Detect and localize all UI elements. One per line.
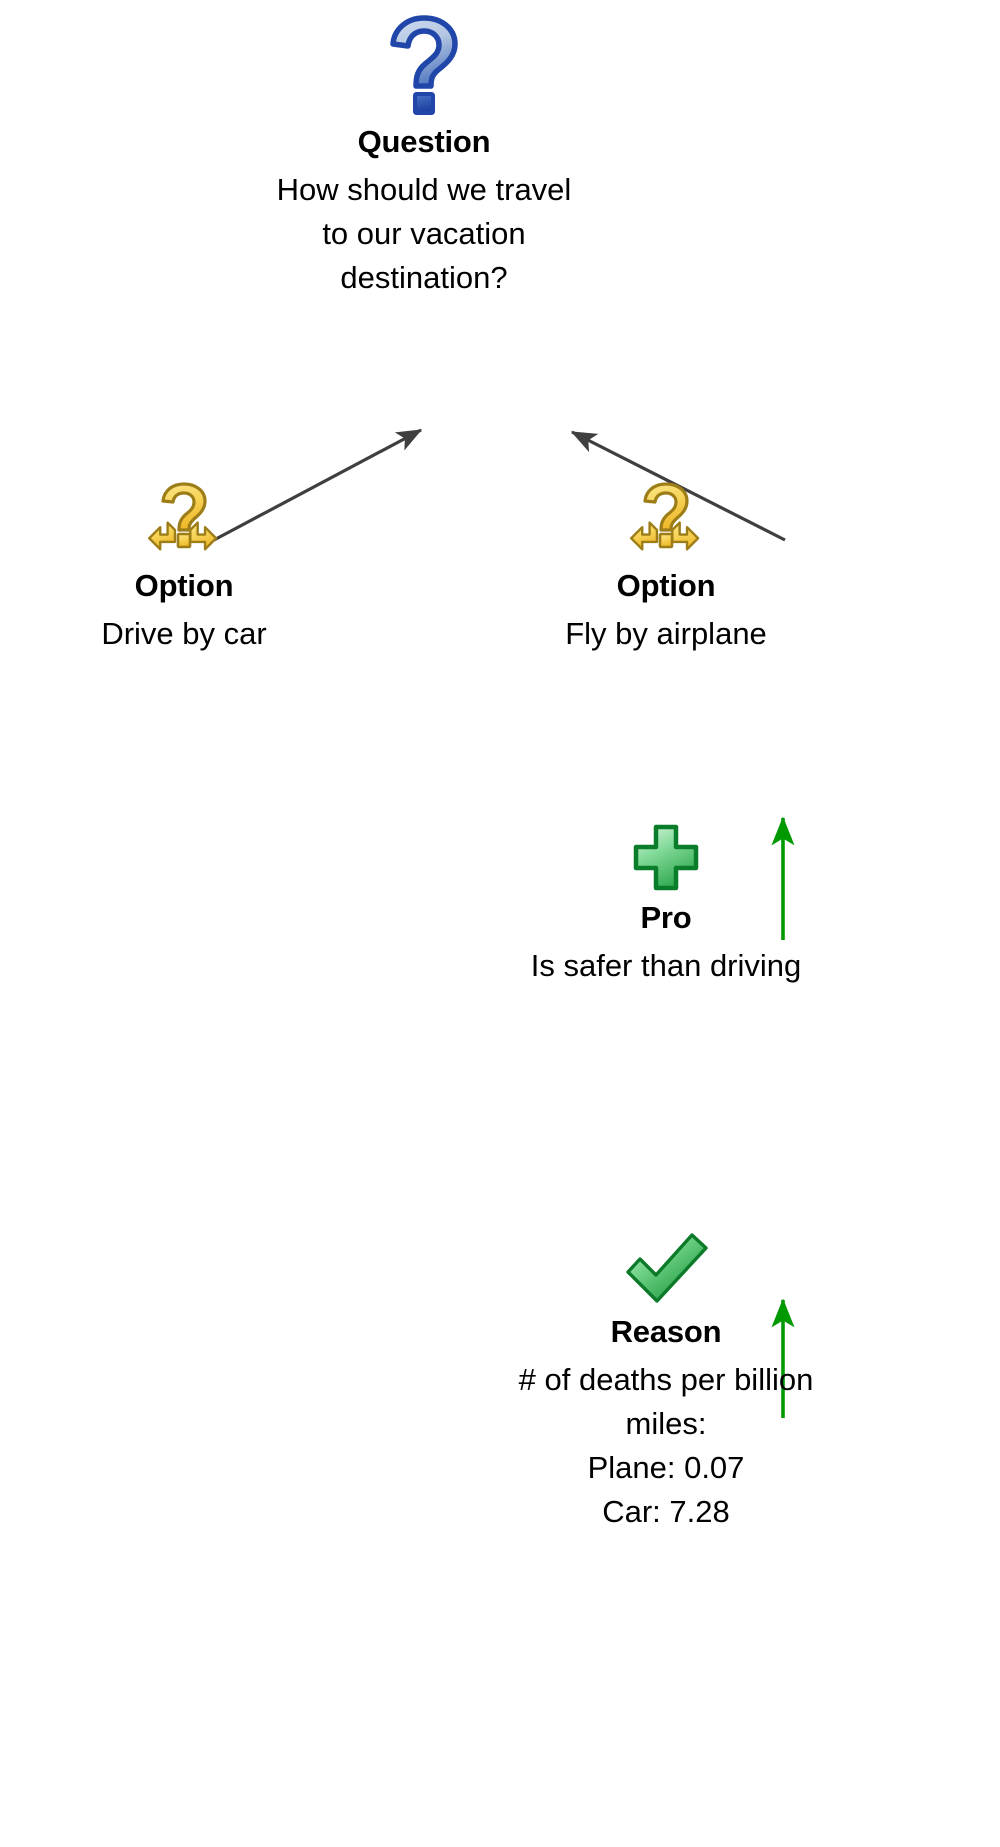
node-body-text: Fly by airplane [565, 615, 767, 651]
node-option-drive-by-car[interactable]: Option Drive by car [34, 478, 334, 656]
node-question[interactable]: Question How should we travel to our vac… [274, 14, 574, 300]
node-type-label: Pro [640, 900, 692, 935]
node-body-text: Drive by car [101, 615, 267, 651]
green-plus-icon [630, 822, 702, 894]
node-pro[interactable]: Pro Is safer than driving [516, 822, 816, 988]
node-option-fly-by-airplane[interactable]: Option Fly by airplane [516, 478, 816, 656]
node-type-label: Option [616, 568, 716, 603]
node-type-label: Question [357, 124, 491, 159]
node-body-text: # of deaths per billion miles: Plane: 0.… [518, 1361, 814, 1529]
node-body-text: How should we travel to our vacation des… [276, 171, 572, 295]
node-type-label: Option [134, 568, 234, 603]
node-body-text: Is safer than driving [530, 947, 802, 983]
yellow-option-fork-icon [624, 478, 708, 562]
green-checkmark-icon [620, 1228, 712, 1308]
yellow-option-fork-icon [142, 478, 226, 562]
node-type-label: Reason [610, 1314, 722, 1349]
node-reason[interactable]: Reason # of deaths per billion miles: Pl… [516, 1228, 816, 1534]
blue-question-mark-icon [386, 14, 462, 118]
